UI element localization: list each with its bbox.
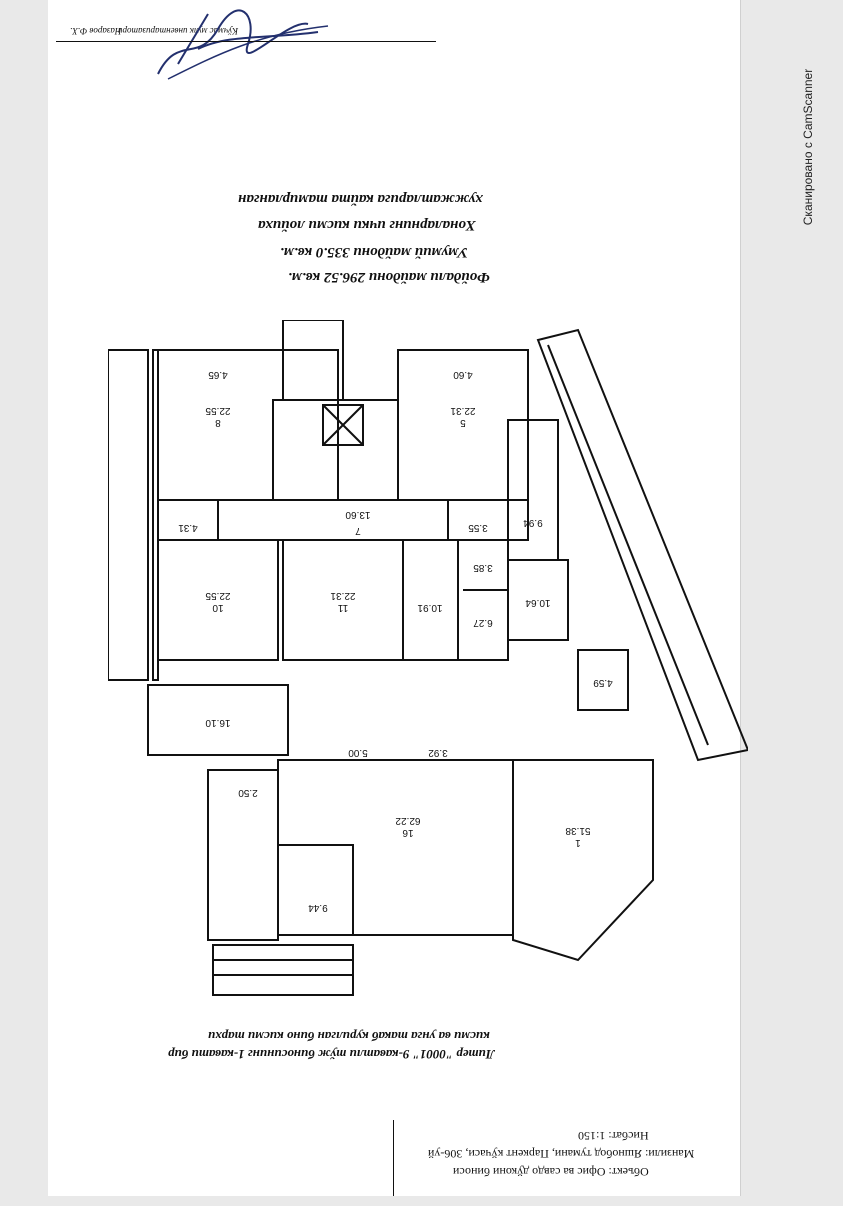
room-5-num: 5 <box>460 417 466 428</box>
plan-title-line-1: Литер "0001" 9-каватли тўж биносининг 1-… <box>168 1047 495 1062</box>
room-1-num: 1 <box>575 837 581 848</box>
room-17-area: 9.44 <box>308 902 328 913</box>
area-note-2: хужжатларига кайта тамирланган <box>238 191 483 207</box>
footer-scale: Нисбат: 1:150 <box>578 1129 649 1143</box>
signature-image <box>157 9 329 80</box>
floor-plan: 8 22.55 4.65 5 22.31 4.60 4.31 7 13.60 3… <box>108 320 748 996</box>
room-10-num: 10 <box>212 602 224 613</box>
room-9-area: 4.31 <box>178 522 198 533</box>
room-16-area: 62.22 <box>395 815 420 826</box>
plan-title-line-2: кисми ва унга такаб курилган бино кисми … <box>208 1029 490 1044</box>
room-8-area: 22.55 <box>205 405 230 416</box>
room-1-area: 51.38 <box>565 825 590 836</box>
room-8-num: 8 <box>215 417 221 428</box>
room-11-num: 11 <box>337 602 348 613</box>
entrance-steps <box>212 944 354 996</box>
room-15-wall <box>147 684 289 756</box>
room-7-num: 7 <box>355 525 361 536</box>
room-12-area: 10.91 <box>417 602 442 613</box>
room-15-area: 16.10 <box>205 717 230 728</box>
corridor-7-wall <box>157 499 529 541</box>
room-5-w: 4.60 <box>453 369 473 380</box>
room-10-wall <box>157 539 279 661</box>
room-7-area: 13.60 <box>345 509 370 520</box>
signer-name: Назаров Ф.Х. <box>70 26 122 36</box>
total-area: Умумий майдони 335.0 кв.м. <box>280 244 469 260</box>
dim-5-00: 5.00 <box>348 747 368 758</box>
dim-3-92: 3.92 <box>428 747 448 758</box>
room-3-area: 10.64 <box>525 597 550 608</box>
room-3-wall <box>507 559 569 641</box>
diagonal-annex-wall <box>536 328 748 762</box>
room-10-area: 22.55 <box>205 590 230 601</box>
room-13-area: 3.85 <box>473 562 493 573</box>
useful-area: Фойдали майдони 296.52 кв.м. <box>288 269 490 285</box>
room-16-num: 16 <box>402 827 414 838</box>
document-sheet: Кўчмас мулк инвентаризатори Назаров Ф.Х.… <box>48 0 748 1196</box>
room-4-area: 9.94 <box>523 517 543 528</box>
signature-line <box>56 41 436 42</box>
footer-address: Манзили: Яшнобод тумани, Паркент кўчаси,… <box>428 1147 695 1161</box>
room-8-w: 4.65 <box>208 369 228 380</box>
room-1-wall <box>512 759 654 962</box>
stair-core-wall <box>272 399 399 501</box>
room-8-wall <box>157 349 339 501</box>
room-14-area: 6.27 <box>473 617 493 628</box>
room-13-14-wall <box>457 539 509 661</box>
area-note-1: Хоналарнинг ички кисми лойиха <box>258 217 476 233</box>
elevator-box <box>322 404 364 446</box>
left-strip-wall <box>108 349 149 681</box>
dim-2-50: 2.50 <box>238 787 258 798</box>
room-11-area: 22.31 <box>330 590 355 601</box>
room-6-area: 3.55 <box>468 522 488 533</box>
room-2-area: 4.59 <box>593 677 613 688</box>
room-12-wall <box>402 539 459 661</box>
footer-divider <box>393 1120 394 1196</box>
stair-top-wall <box>282 320 344 401</box>
room-2-wall <box>577 649 629 711</box>
scanner-watermark: Сканировано с CamScanner <box>801 68 815 226</box>
footer-object: Объект: Офис ва савдо дўкони биноси <box>453 1165 649 1179</box>
room-5-area: 22.31 <box>450 405 475 416</box>
room-17-wall <box>277 844 354 936</box>
